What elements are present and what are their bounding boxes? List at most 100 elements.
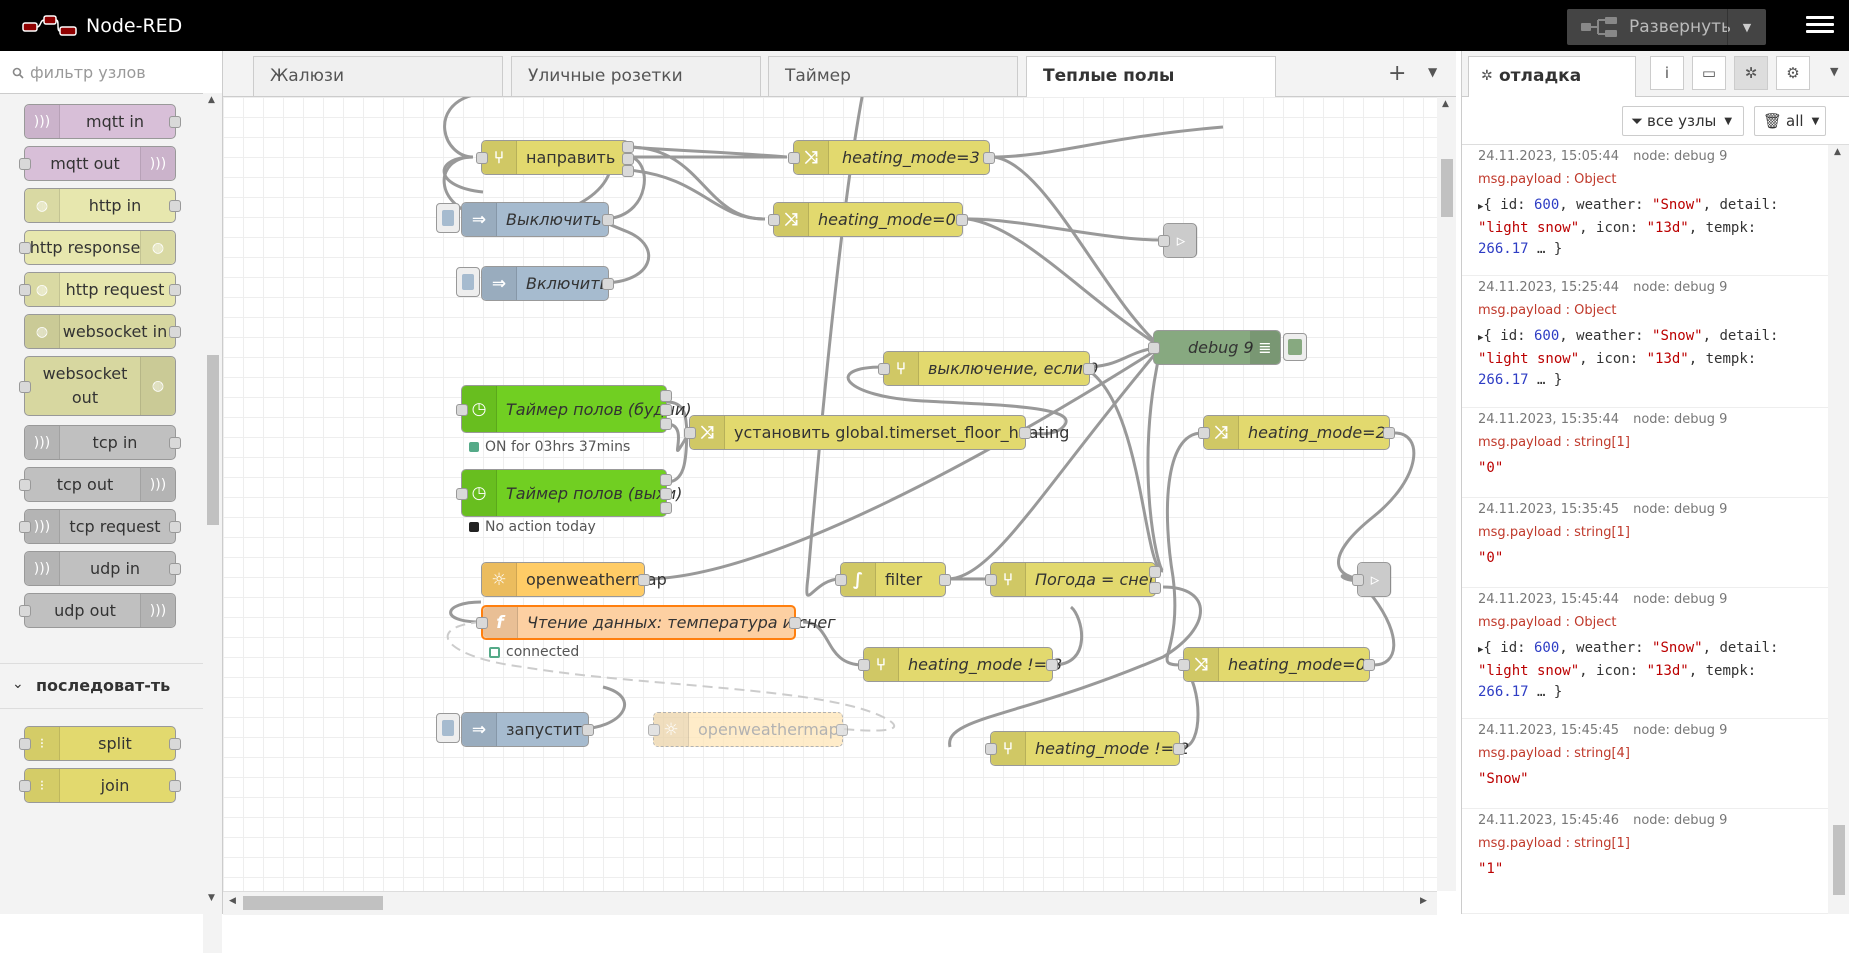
input-port[interactable] bbox=[684, 427, 696, 439]
output-port[interactable] bbox=[660, 418, 672, 430]
output-port[interactable] bbox=[660, 474, 672, 486]
output-port[interactable] bbox=[622, 153, 634, 165]
output-port[interactable] bbox=[169, 780, 181, 792]
input-port[interactable] bbox=[788, 152, 800, 164]
output-port[interactable] bbox=[660, 502, 672, 514]
palette-node-http-response[interactable]: http response ◍ bbox=[19, 230, 176, 265]
palette-node-websocket-in[interactable]: ◍ websocket in bbox=[24, 314, 181, 349]
input-port[interactable] bbox=[1158, 235, 1170, 247]
palette-category-sequence[interactable]: ⌄ последоват-ть bbox=[0, 663, 203, 709]
palette-node-tcp-out[interactable]: tcp out ))) bbox=[19, 467, 176, 502]
input-port[interactable] bbox=[19, 158, 31, 170]
input-port[interactable] bbox=[19, 381, 31, 393]
inject-trigger-button[interactable] bbox=[456, 267, 480, 297]
input-port[interactable] bbox=[985, 743, 997, 755]
node-change-heating-0a[interactable]: ⤨ heating_mode=0 bbox=[768, 202, 968, 237]
input-port[interactable] bbox=[19, 284, 31, 296]
output-port[interactable] bbox=[1019, 427, 1031, 439]
scroll-up-icon[interactable]: ▲ bbox=[208, 95, 215, 105]
palette-node-tcp-request[interactable]: ))) tcp request bbox=[19, 509, 181, 544]
canvas-vertical-scrollbar[interactable]: ▲ bbox=[1437, 97, 1456, 891]
palette-node-mqtt-out[interactable]: mqtt out ))) bbox=[19, 146, 176, 181]
output-port[interactable] bbox=[169, 284, 181, 296]
palette-node-udp-out[interactable]: udp out ))) bbox=[19, 593, 176, 628]
input-port[interactable] bbox=[476, 152, 488, 164]
scroll-up-icon[interactable]: ▲ bbox=[1442, 99, 1449, 109]
output-port[interactable] bbox=[660, 404, 672, 416]
output-port[interactable] bbox=[582, 724, 594, 736]
expand-icon[interactable]: ▶ bbox=[1478, 202, 1484, 212]
input-port[interactable] bbox=[19, 521, 31, 533]
output-port[interactable] bbox=[622, 141, 634, 153]
expand-icon[interactable]: ▶ bbox=[1478, 645, 1484, 655]
palette-node-join[interactable]: ⁝ join bbox=[19, 768, 181, 803]
input-port[interactable] bbox=[1148, 342, 1160, 354]
debug-bug-icon[interactable]: ✲ bbox=[1734, 56, 1768, 90]
node-openweathermap-disabled[interactable]: ☼ openweathermap bbox=[648, 712, 848, 747]
output-port[interactable] bbox=[169, 738, 181, 750]
output-port[interactable] bbox=[1046, 659, 1058, 671]
node-timer-budni[interactable]: ◷ Таймер полов (будни) bbox=[456, 385, 692, 433]
sidebar-caret-icon[interactable]: ▼ bbox=[1830, 65, 1839, 78]
inject-trigger-button[interactable] bbox=[436, 203, 460, 233]
output-port[interactable] bbox=[169, 563, 181, 575]
clear-messages-button[interactable]: 🗑 all ▼ bbox=[1754, 106, 1826, 136]
input-port[interactable] bbox=[19, 479, 31, 491]
scroll-left-icon[interactable]: ◀ bbox=[229, 896, 236, 906]
palette-node-tcp-in[interactable]: ))) tcp in bbox=[24, 425, 181, 460]
node-switch-vyklyuchenie[interactable]: ⑂ выключение, если 0 bbox=[878, 351, 1098, 386]
palette-node-split[interactable]: ⁝ split bbox=[19, 726, 181, 761]
input-port[interactable] bbox=[858, 659, 870, 671]
palette-search[interactable]: фильтр узлов bbox=[0, 51, 222, 94]
book-icon[interactable]: ▭ bbox=[1692, 56, 1726, 90]
tab-ulichnye-rozetki[interactable]: Уличные розетки bbox=[511, 56, 761, 96]
output-port[interactable] bbox=[169, 521, 181, 533]
node-switch-pogoda[interactable]: ⑂ Погода = снег bbox=[985, 562, 1161, 597]
input-port[interactable] bbox=[878, 363, 890, 375]
node-debug-9[interactable]: debug 9 ≣ bbox=[1148, 330, 1281, 365]
output-port[interactable] bbox=[1173, 743, 1185, 755]
node-switch-napravit[interactable]: ⑂ направить bbox=[476, 140, 634, 177]
node-inject-zapustit[interactable]: ⇒ запустить bbox=[461, 712, 594, 747]
input-port[interactable] bbox=[1352, 574, 1364, 586]
input-port[interactable] bbox=[1178, 659, 1190, 671]
node-switch-hm-ne-3[interactable]: ⑂ heating_mode != 3 bbox=[858, 647, 1062, 682]
deploy-menu-caret-icon[interactable]: ▼ bbox=[1727, 9, 1766, 45]
output-port[interactable] bbox=[169, 200, 181, 212]
palette-node-http-request[interactable]: ◍ http request bbox=[19, 272, 181, 307]
input-port[interactable] bbox=[19, 780, 31, 792]
tab-list-caret-icon[interactable]: ▼ bbox=[1428, 65, 1438, 79]
node-function-chtenie[interactable]: f Чтение данных: температура и снег bbox=[476, 605, 836, 640]
palette-node-udp-in[interactable]: ))) udp in bbox=[24, 551, 181, 586]
palette-search-input[interactable]: фильтр узлов bbox=[30, 63, 146, 82]
node-link-out[interactable]: ▹ bbox=[1158, 223, 1198, 258]
scroll-right-icon[interactable]: ▶ bbox=[1420, 896, 1427, 906]
output-port[interactable] bbox=[1149, 566, 1161, 578]
output-port[interactable] bbox=[939, 574, 951, 586]
canvas-vscroll-thumb[interactable] bbox=[1441, 159, 1453, 217]
input-port[interactable] bbox=[456, 488, 468, 500]
info-icon[interactable]: i bbox=[1650, 56, 1684, 90]
input-port[interactable] bbox=[1198, 427, 1210, 439]
output-port[interactable] bbox=[660, 488, 672, 500]
palette-node-websocket-out[interactable]: websocket out ◍ bbox=[19, 356, 176, 416]
node-link-out[interactable]: ▹ bbox=[1352, 562, 1392, 597]
palette-node-http-in[interactable]: ◍ http in bbox=[24, 188, 181, 223]
output-port[interactable] bbox=[602, 214, 614, 226]
scroll-down-icon[interactable]: ▼ bbox=[208, 893, 215, 903]
tab-zhalyuzi[interactable]: Жалюзи bbox=[253, 56, 503, 96]
tab-debug[interactable]: ✲ отладка bbox=[1468, 56, 1636, 97]
deploy-button[interactable]: Развернуть ▼ bbox=[1567, 9, 1766, 45]
input-port[interactable] bbox=[985, 574, 997, 586]
output-port[interactable] bbox=[1363, 659, 1375, 671]
input-port[interactable] bbox=[648, 724, 660, 736]
debug-toggle-button[interactable] bbox=[1283, 333, 1307, 361]
node-openweathermap[interactable]: ☼ openweathermap bbox=[481, 562, 667, 597]
main-menu-icon[interactable] bbox=[1806, 12, 1834, 40]
